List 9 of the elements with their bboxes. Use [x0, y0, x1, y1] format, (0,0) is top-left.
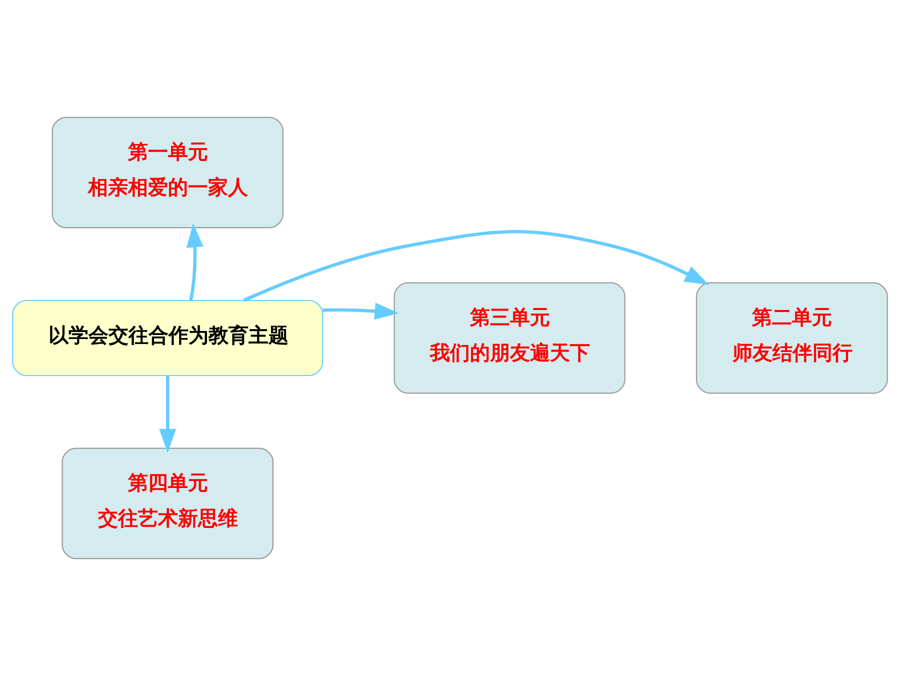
arrow — [159, 375, 176, 453]
arrow — [186, 222, 204, 300]
node-box: 以学会交往合作为教育主题 — [12, 299, 324, 376]
node-box: 第四单元 交往艺术新思维 — [62, 447, 274, 559]
arrow — [243, 230, 710, 302]
node-box: 第一单元 相亲相爱的一家人 — [52, 116, 284, 228]
arrow — [322, 302, 399, 320]
node-box: 第二单元 师友结伴同行 — [696, 282, 888, 394]
node-box: 第三单元 我们的朋友遍天下 — [394, 282, 626, 394]
